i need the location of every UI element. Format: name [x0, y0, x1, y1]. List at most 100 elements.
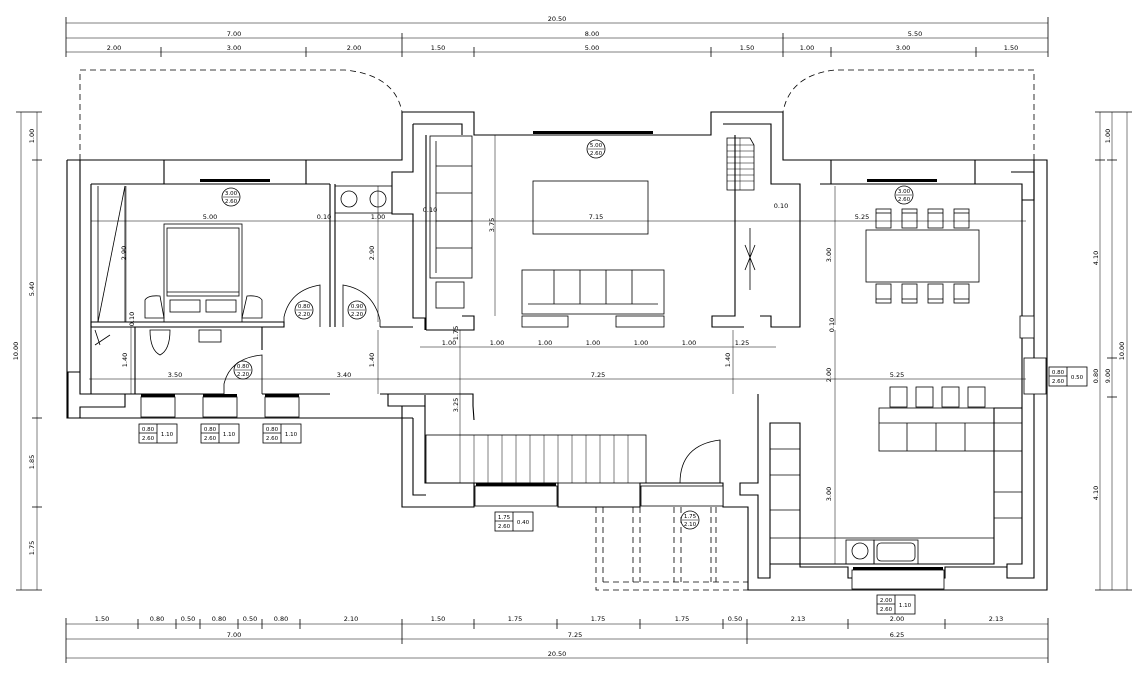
top-dim: 7.00: [227, 30, 241, 38]
bottom-dimensions: 1.50 0.80 0.50 0.80 0.50 0.80 2.10 1.50 …: [65, 615, 1049, 663]
interior-dim: 3.00: [825, 248, 833, 262]
interior-dim: 5.25: [890, 371, 904, 379]
interior-dimensions: 5.00 0.10 1.00 0.10 7.15 0.10 5.25 3.50 …: [89, 135, 1026, 564]
interior-dim: 3.50: [168, 371, 182, 379]
door-tag: 3.00 2.60: [894, 185, 914, 205]
interior-dim: 1.40: [368, 353, 376, 367]
top-dim: 1.50: [740, 44, 754, 52]
kitchen: [770, 386, 1023, 565]
window-tag: 2.00 2.60 1.10: [876, 594, 916, 615]
interior-dim: 0.10: [774, 202, 788, 210]
svg-text:0.80: 0.80: [298, 304, 311, 310]
door-closet-swing: [342, 284, 381, 327]
svg-text:2.10: 2.10: [684, 522, 697, 528]
dining-furniture: [865, 208, 980, 304]
interior-dim: 1.25: [735, 339, 749, 347]
svg-text:2.60: 2.60: [590, 151, 603, 157]
top-overall-dim: 20.50: [548, 15, 567, 23]
right-dim: 1.00: [1104, 129, 1112, 143]
svg-text:1.75: 1.75: [498, 515, 511, 521]
right-dim: 4.10: [1092, 486, 1100, 500]
svg-text:3.00: 3.00: [225, 191, 238, 197]
interior-dim: 1.75: [452, 326, 460, 340]
toilet: [149, 329, 171, 356]
stair-break-icon: [744, 228, 756, 290]
door-tag: 0.80 2.20: [294, 300, 314, 320]
interior-dim: 2.90: [368, 246, 376, 260]
door-tag: 1.75 2.10: [680, 510, 700, 530]
interior-dim: 5.25: [855, 213, 869, 221]
interior-dim: 2.90: [120, 246, 128, 260]
window-tag: 0.80 2.60 1.10: [200, 423, 240, 444]
right-mid-dim: 9.00: [1104, 369, 1112, 383]
right-overall-dim: 10.00: [1118, 342, 1126, 361]
svg-text:1.75: 1.75: [684, 514, 697, 520]
sofa-side: [429, 135, 473, 279]
svg-text:0.90: 0.90: [351, 304, 364, 310]
bottom-dim: 0.50: [181, 615, 195, 623]
left-overall-dim: 10.00: [12, 342, 20, 361]
interior-dim: 0.10: [423, 206, 437, 214]
top-dim: 5.00: [585, 44, 599, 52]
bottom-dim: 0.80: [150, 615, 164, 623]
interior-dim: 0.10: [128, 312, 136, 326]
interior-dim: 5.00: [203, 213, 217, 221]
interior-dim: 1.00: [442, 339, 456, 347]
window-living: [533, 131, 653, 134]
bottom-dim: 1.75: [591, 615, 605, 623]
svg-text:5.00: 5.00: [590, 143, 603, 149]
svg-text:0.80: 0.80: [266, 427, 279, 433]
living-furniture: [429, 135, 665, 328]
bottom-dim: 1.50: [95, 615, 109, 623]
top-dimensions: 20.50 7.00 8.00 5.50 2.00 3.00 2.00 1.50…: [65, 15, 1049, 57]
stove: [845, 539, 875, 565]
svg-text:2.60: 2.60: [1052, 379, 1065, 385]
bottom-dim: 0.80: [212, 615, 226, 623]
svg-text:0.40: 0.40: [517, 520, 530, 526]
bottom-dim: 2.13: [791, 615, 805, 623]
svg-text:0.80: 0.80: [204, 427, 217, 433]
svg-text:2.20: 2.20: [298, 312, 311, 318]
door-tags: 3.00 2.60 5.00 2.60 3.00 2.60 0.80 2.20 …: [221, 139, 914, 530]
svg-text:2.60: 2.60: [204, 436, 217, 442]
door-tag: 5.00 2.60: [586, 139, 606, 159]
interior-dim: 1.40: [121, 353, 129, 367]
interior-dim: 3.40: [337, 371, 351, 379]
svg-text:2.60: 2.60: [880, 607, 893, 613]
interior-dim: 7.15: [589, 213, 603, 221]
bottom-dim: 1.75: [675, 615, 689, 623]
left-dim: 1.00: [28, 129, 36, 143]
window-bath-1: [141, 394, 175, 397]
window-tag: 1.75 2.60 0.40: [494, 511, 534, 532]
bottom-dim: 7.25: [568, 631, 582, 639]
coffee-table: [532, 180, 649, 235]
svg-text:1.10: 1.10: [161, 432, 174, 438]
bottom-dim: 1.50: [431, 615, 445, 623]
window-dining: [867, 179, 937, 182]
svg-text:0.80: 0.80: [237, 364, 250, 370]
right-dim: 0.80: [1092, 369, 1100, 383]
nightstand-right: [241, 295, 263, 319]
kitchen-island: [878, 407, 1023, 452]
bottom-dim: 0.50: [243, 615, 257, 623]
stair-upper: [726, 137, 755, 191]
svg-text:3.00: 3.00: [898, 189, 911, 195]
window-bath-3: [265, 394, 299, 397]
top-dim: 1.00: [800, 44, 814, 52]
interior-dim: 1.00: [371, 213, 385, 221]
bottom-dim: 2.10: [344, 615, 358, 623]
interior-dim: 2.00: [825, 368, 833, 382]
svg-text:1.10: 1.10: [223, 432, 236, 438]
interior-dim: 1.00: [490, 339, 504, 347]
dining-chairs: [875, 208, 970, 304]
svg-text:2.60: 2.60: [142, 436, 155, 442]
left-dim: 1.85: [28, 455, 36, 469]
window-bath-2: [203, 394, 237, 397]
svg-text:0.50: 0.50: [1071, 375, 1084, 381]
interior-dim: 1.40: [724, 353, 732, 367]
top-dim: 2.00: [107, 44, 121, 52]
top-dim: 8.00: [585, 30, 599, 38]
stair-lower: [425, 434, 647, 484]
svg-text:2.60: 2.60: [225, 199, 238, 205]
window-tag: 0.80 2.60 1.10: [262, 423, 302, 444]
